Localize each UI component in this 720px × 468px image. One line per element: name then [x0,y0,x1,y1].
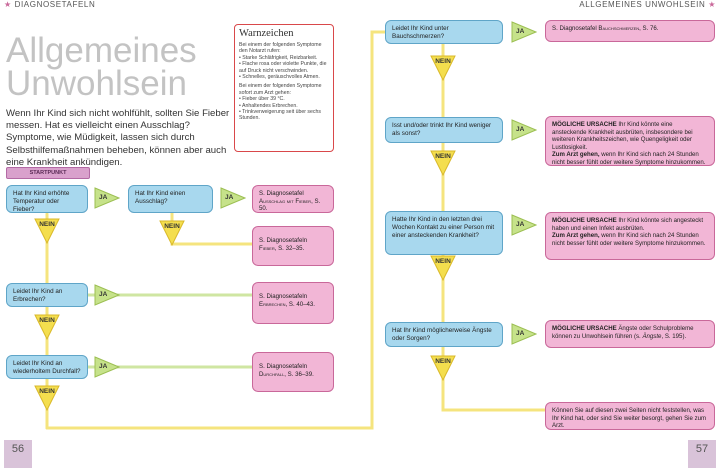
question-eating-less: Isst und/oder trinkt Ihr Kind weniger al… [385,117,503,143]
yes-arrow: JA [94,284,121,306]
result-fever: S. Diagnosetafeln Fieber, S. 32–35. [252,226,334,266]
no-funnel: NEIN [430,55,456,82]
start-label: STARTPUNKT [6,167,90,179]
no-funnel: NEIN [34,218,60,245]
question-vomiting: Leidet Ihr Kind an Erbrechen? [6,283,88,307]
result-anxiety: MÖGLICHE URSACHE Ängste oder Schulproble… [545,320,715,348]
warning-item: • Starke Schläfrigkeit, Reizbarkeit. [239,54,318,61]
no-funnel: NEIN [34,314,60,341]
no-funnel: NEIN [430,255,456,282]
no-funnel: NEIN [34,385,60,412]
page-number-right: 57 [688,440,716,468]
yes-arrow: JA [94,356,121,378]
yes-arrow: JA [220,187,247,209]
warning-box: Warnzeichen Bei einem der folgenden Symp… [234,24,334,152]
running-header-right: ALLGEMEINES UNWOHLSEIN ★ [579,0,716,9]
star-icon: ★ [4,0,12,9]
result-eating-less: MÖGLICHE URSACHE Ihr Kind könnte eine an… [545,116,715,166]
yes-arrow: JA [511,21,538,43]
result-contact-infection: MÖGLICHE URSACHE Ihr Kind könnte sich an… [545,212,715,260]
question-anxiety: Hat Ihr Kind möglicherweise Ängste oder … [385,322,503,347]
question-diarrhea: Leidet Ihr Kind an wiederholtem Durchfal… [6,355,88,379]
yes-arrow: JA [511,323,538,345]
warning-item: • Trinkverweigerung seit über sechs Stun… [239,109,321,122]
yes-arrow: JA [511,119,538,141]
result-diarrhea: S. Diagnosetafeln Durchfall, S. 36–39. [252,352,334,392]
result-stomach-ache: S. Diagnosetafel Bauchschmerzen, S. 76. [545,20,715,42]
no-funnel: NEIN [430,150,456,177]
warning-item: • Fieber über 39 °C. [239,96,285,103]
question-stomach-ache: Leidet Ihr Kind unter Bauchschmerzen? [385,20,503,44]
no-funnel: NEIN [430,355,456,382]
intro-text: Wenn Ihr Kind sich nicht wohlfühlt, soll… [6,108,230,168]
warning-item: • Schnelles, geräuschvolles Atmen. [239,74,320,81]
warning-item: • Anhaltendes Erbrechen. [239,102,298,109]
warning-intro-emergency: Bei einem der folgenden Symptome den Not… [239,42,322,55]
question-contact-infection: Hatte Ihr Kind in den letzten drei Woche… [385,211,503,255]
page-title: Allgemeines Unwohlsein [6,31,197,103]
warning-title: Warnzeichen [239,28,294,39]
warning-intro-doctor: Bei einem der folgenden Symptome sofort … [239,83,322,96]
result-rash-fever: S. Diagnosetafel Ausschlag mit Fieber, S… [252,185,334,213]
warning-item: • Flache rosa oder violette Punkte, die … [239,61,327,74]
question-fever: Hat Ihr Kind erhöhte Temperatur oder Fie… [6,185,88,213]
no-funnel: NEIN [159,220,185,247]
result-vomiting: S. Diagnosetafeln Erbrechen, S. 40–43. [252,282,334,324]
result-final-advice: Können Sie auf diesen zwei Seiten nicht … [545,402,715,430]
running-header-left: ★ DIAGNOSETAFELN [4,0,96,9]
yes-arrow: JA [511,214,538,236]
page-number-left: 56 [4,440,32,468]
question-rash: Hat Ihr Kind einen Ausschlag? [128,185,213,213]
star-icon: ★ [708,0,716,9]
yes-arrow: JA [94,187,121,209]
